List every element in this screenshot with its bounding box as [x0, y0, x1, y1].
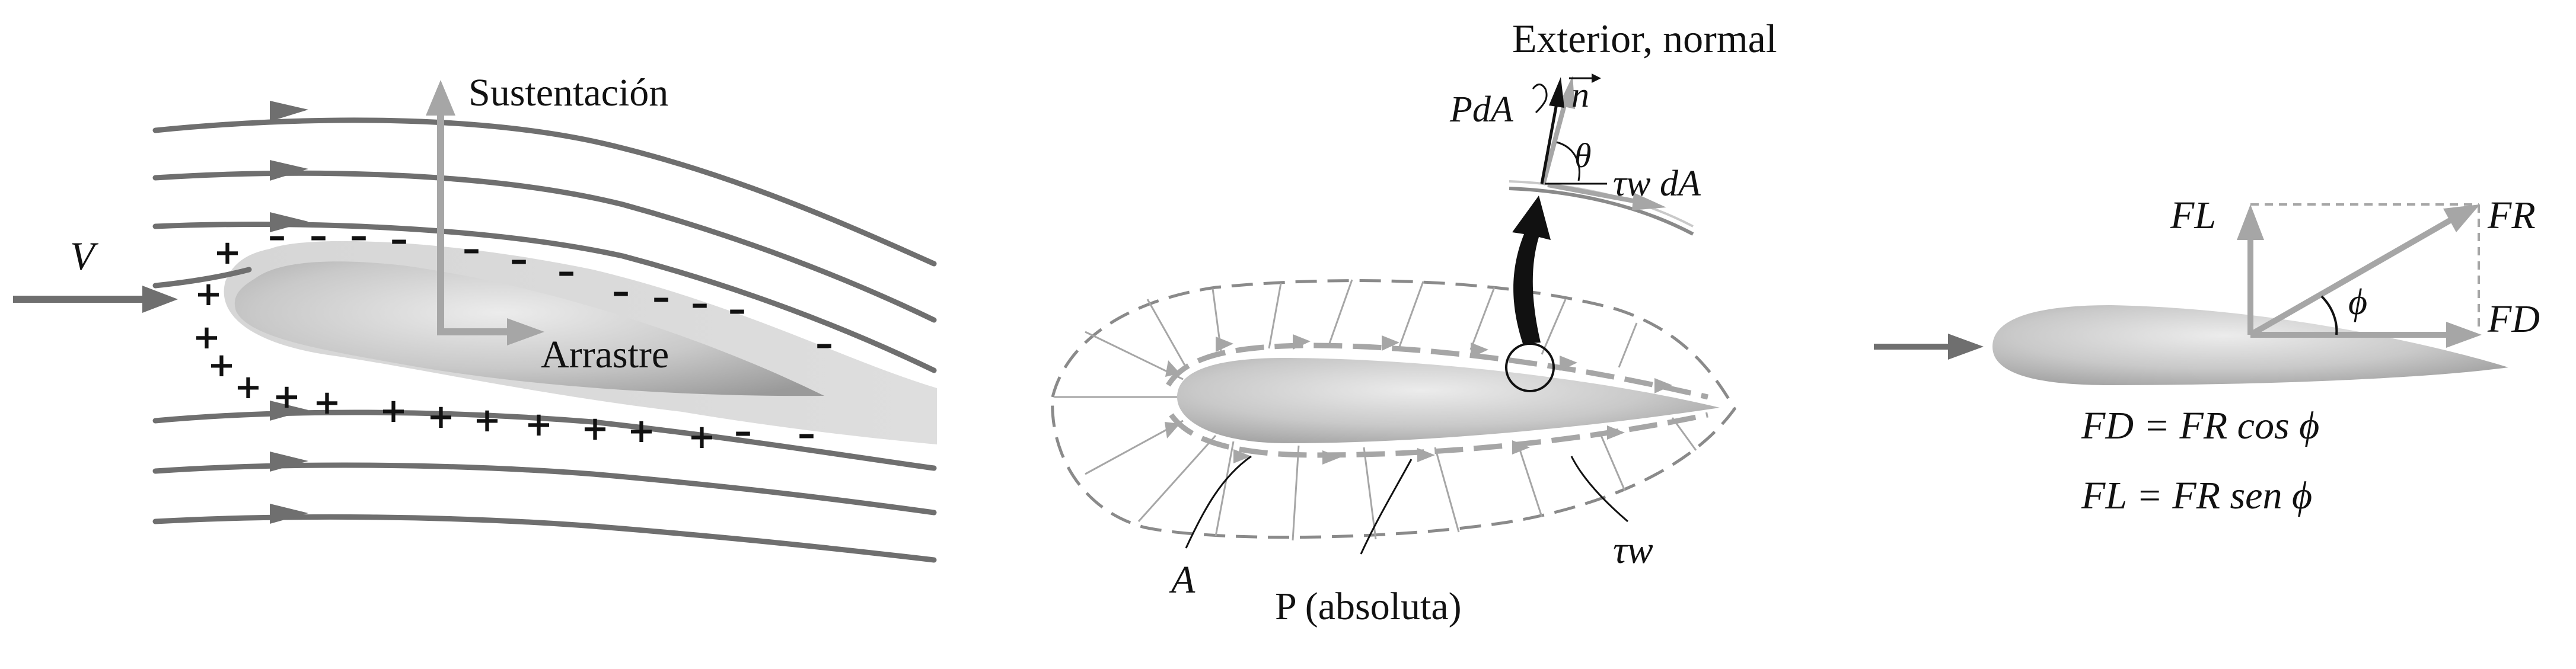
shear-arrows-upper: [1166, 342, 1709, 400]
minus-sign: –: [734, 411, 752, 452]
streamline-arrowhead: [270, 401, 308, 421]
shear-vector-head: [1632, 193, 1666, 210]
control-surface: [1051, 279, 1736, 539]
streamline-arrowheads: [270, 101, 308, 524]
area-label: A: [1169, 558, 1195, 601]
phi-angle-label: ϕ: [2348, 282, 2367, 322]
shear-stress-label: τw: [1613, 529, 1653, 572]
minus-sign: –: [268, 215, 286, 257]
minus-sign: –: [557, 251, 575, 292]
plus-sign: +: [313, 383, 341, 422]
equation-drag: FD = FR cos ϕ: [2081, 404, 2319, 447]
pressure-leader: [1532, 84, 1548, 114]
resultant-force-label-text: FR: [2487, 194, 2536, 237]
streamline-arrowhead: [270, 101, 308, 121]
lift-vector-head: [2237, 204, 2264, 240]
right-airfoil: [1992, 305, 2508, 385]
pressure-abs-leader: [1360, 459, 1413, 555]
pressure-lines: [1054, 279, 1697, 541]
minus-sign: –: [798, 413, 815, 454]
minus-sign: –: [390, 219, 408, 260]
drag-force-label-text: FD: [2487, 297, 2540, 341]
plus-sign: +: [234, 367, 262, 406]
left-panel: V Sustentación Arrastre + + + + + + + + …: [13, 71, 937, 563]
streamline: [152, 267, 252, 289]
lift-force-label: FL: [2170, 194, 2216, 237]
angle-arc: [1556, 141, 1580, 181]
minus-sign: –: [652, 277, 670, 318]
minus-sign: –: [691, 283, 709, 324]
plus-sign: +: [193, 318, 221, 357]
minus-sign: –: [815, 323, 833, 364]
pressure-absolute-label: P (absoluta): [1275, 585, 1462, 628]
plus-sign: +: [688, 417, 716, 456]
streamline-arrowhead: [270, 452, 308, 472]
detail-circle: [1505, 342, 1555, 392]
pressure-force-label: PdA: [1449, 89, 1514, 130]
normal-vector-overarrow-head: [1592, 73, 1601, 83]
plus-sign: +: [581, 409, 609, 448]
drag-vector-head: [2446, 322, 2482, 348]
pressure-plus-signs: + + + + + + + + + + + + + +: [193, 233, 716, 456]
pressure-force-head: [1549, 77, 1564, 108]
drag-label: Arrastre: [541, 333, 669, 376]
shear-force-label: τw dA: [1613, 164, 1701, 204]
plus-sign: +: [525, 405, 553, 444]
lift-label: Sustentación: [468, 71, 668, 114]
velocity-arrow-head: [142, 286, 178, 313]
middle-airfoil: [1177, 358, 1720, 443]
normal-vector-label: n: [1571, 75, 1589, 114]
phi-angle-arc: [2320, 295, 2338, 335]
plus-sign: +: [473, 401, 501, 440]
equation-lift: FL = FR sen ϕ: [2081, 474, 2312, 517]
streamline-arrowhead: [270, 504, 308, 524]
shear-arrowheads: [1165, 334, 1672, 465]
resultant-vector-head: [2443, 204, 2480, 232]
plus-sign: +: [380, 391, 407, 430]
pressure-minus-signs: – – – – – – – – – – – – – –: [268, 215, 833, 454]
lift-force-label-text: FL: [2170, 194, 2216, 237]
middle-panel: Exterior, normal n PdA θ τw dA A P (abso…: [1051, 16, 1777, 628]
minus-sign: –: [728, 289, 746, 330]
streamline-arrowhead: [270, 212, 308, 232]
drag-arrow-head: [507, 318, 544, 345]
plus-sign: +: [427, 397, 455, 436]
area-leader: [1185, 455, 1252, 549]
streamline-arrowhead: [270, 160, 308, 181]
freestream-arrow-head: [1948, 334, 1984, 360]
pressure-force-shaft: [1540, 103, 1558, 184]
right-panel: FL FR FD ϕ FD = FR cos ϕ FL = FR sen ϕ: [1874, 194, 2540, 517]
minus-sign: –: [510, 239, 528, 280]
shear-leader: [1570, 456, 1628, 523]
normal-vector-shaft: [1541, 100, 1568, 186]
plus-sign: +: [273, 377, 301, 416]
velocity-label: V: [70, 233, 99, 279]
plus-sign: +: [213, 233, 241, 272]
lift-arrow-head: [426, 80, 455, 116]
resultant-vector-shaft: [2249, 216, 2454, 338]
minus-sign: –: [350, 215, 368, 257]
plus-sign: +: [195, 274, 222, 313]
minus-sign: –: [463, 228, 480, 270]
streamline: [152, 514, 937, 563]
minus-sign: –: [310, 215, 327, 257]
zoom-arrow: [1512, 196, 1551, 344]
plus-sign: +: [208, 345, 235, 385]
drag-force-label: FD: [2487, 297, 2540, 341]
shear-vector-shaft: [1547, 183, 1637, 204]
surface-detail-curve: [1509, 187, 1694, 236]
resultant-force-label: FR: [2487, 194, 2536, 237]
angle-theta-label: θ: [1574, 136, 1592, 175]
outward-normal-label: Exterior, normal: [1512, 16, 1777, 61]
plus-sign: +: [627, 411, 655, 450]
minus-sign: –: [612, 271, 630, 312]
streamline: [152, 117, 937, 267]
